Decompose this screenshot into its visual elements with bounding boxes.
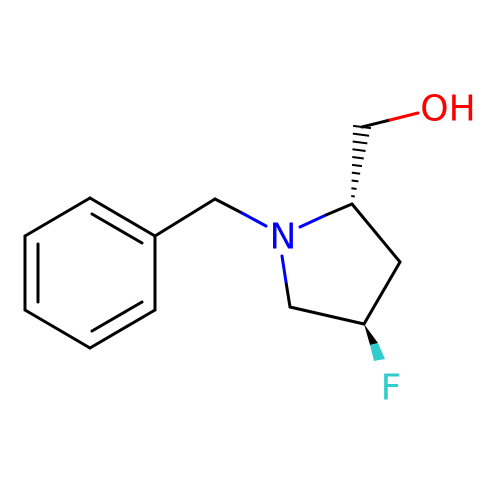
- hash-line: [351, 187, 357, 190]
- benzene-ring: [23, 196, 157, 350]
- hash-line: [352, 156, 364, 160]
- solid-wedge-bond-cyan: [370, 343, 385, 361]
- benzyl-n-bond-blue: [240, 211, 268, 228]
- n-c2-bond-blue: [298, 213, 328, 229]
- fluorine-atom: F: [381, 368, 402, 409]
- ring-bond: [350, 202, 402, 264]
- hash-line: [351, 163, 363, 168]
- aromatic-inner-bond: [90, 300, 144, 333]
- n-c2-bond: [324, 202, 354, 217]
- hash-line: [351, 171, 361, 175]
- hash-line: [352, 132, 370, 137]
- ch2-o-bond: [360, 118, 392, 129]
- benzyl-n-bond-black: [213, 197, 244, 215]
- hash-line: [351, 179, 359, 183]
- aromatic-inner-bond: [90, 212, 144, 245]
- ring-bond: [288, 305, 366, 326]
- n-c5-bond-blue: [280, 254, 288, 284]
- ring-bond: [88, 196, 157, 238]
- ring-bond: [88, 308, 157, 350]
- hashed-wedge-bond: [350, 124, 372, 206]
- ring-bond: [23, 308, 92, 350]
- ring-bond: [23, 196, 92, 238]
- solid-wedge-bond-black: [364, 324, 378, 345]
- pyrrolidine-ring: [280, 202, 402, 326]
- ring-bond: [362, 260, 402, 326]
- hydroxyl-group: OH: [420, 89, 475, 130]
- hash-line: [352, 140, 368, 145]
- hash-line: [352, 148, 366, 152]
- n-c5-bond: [284, 280, 292, 309]
- nitrogen-atom: N: [270, 217, 297, 258]
- benzyl-bond: [153, 197, 217, 238]
- ch2-o-bond-red: [388, 111, 420, 122]
